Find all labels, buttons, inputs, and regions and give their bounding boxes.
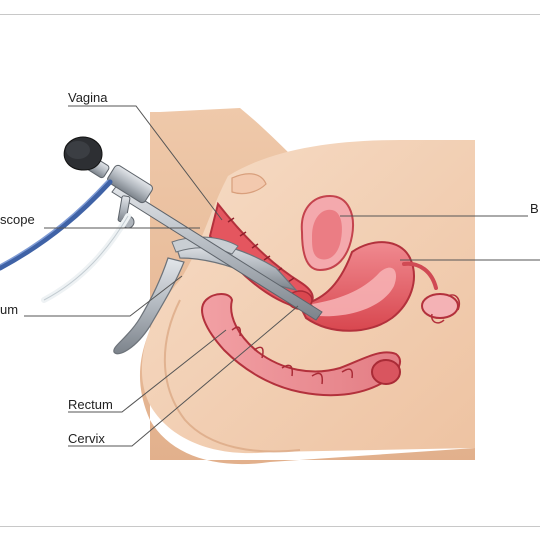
leader-um bbox=[24, 275, 183, 317]
scope-valve-body bbox=[107, 164, 153, 204]
fluid-tube-edge bbox=[43, 215, 129, 301]
ovary bbox=[421, 293, 459, 319]
label-rectum: Rectum bbox=[68, 397, 113, 412]
leader-lines bbox=[24, 105, 540, 447]
light-cable bbox=[0, 179, 113, 271]
label-scope: scope bbox=[0, 212, 35, 227]
vaginal-rugae bbox=[227, 217, 295, 283]
rectum-end bbox=[371, 359, 401, 385]
label-vagina: Vagina bbox=[68, 90, 108, 105]
label-b: B bbox=[530, 201, 539, 216]
bottom-frame-line bbox=[0, 526, 540, 527]
leader-rectum bbox=[68, 329, 227, 413]
speculum-lower-blade bbox=[113, 257, 185, 355]
leader-cervix bbox=[68, 305, 299, 447]
fimbria bbox=[430, 294, 460, 324]
bladder-inner bbox=[312, 209, 342, 260]
uterus-lumen bbox=[312, 267, 397, 317]
light-cable-highlight bbox=[0, 179, 109, 266]
label-um: um bbox=[0, 302, 19, 317]
top-frame-line bbox=[0, 14, 540, 15]
fallopian-tube bbox=[402, 261, 438, 290]
scope-eyepiece-rim bbox=[66, 141, 90, 159]
buttock-crease bbox=[163, 299, 301, 453]
scope-rod bbox=[111, 183, 323, 321]
label-cervix: Cervix bbox=[68, 431, 105, 446]
vulva-fold bbox=[231, 173, 267, 195]
leader-vagina bbox=[68, 105, 223, 221]
rectum-haustra bbox=[231, 326, 354, 385]
